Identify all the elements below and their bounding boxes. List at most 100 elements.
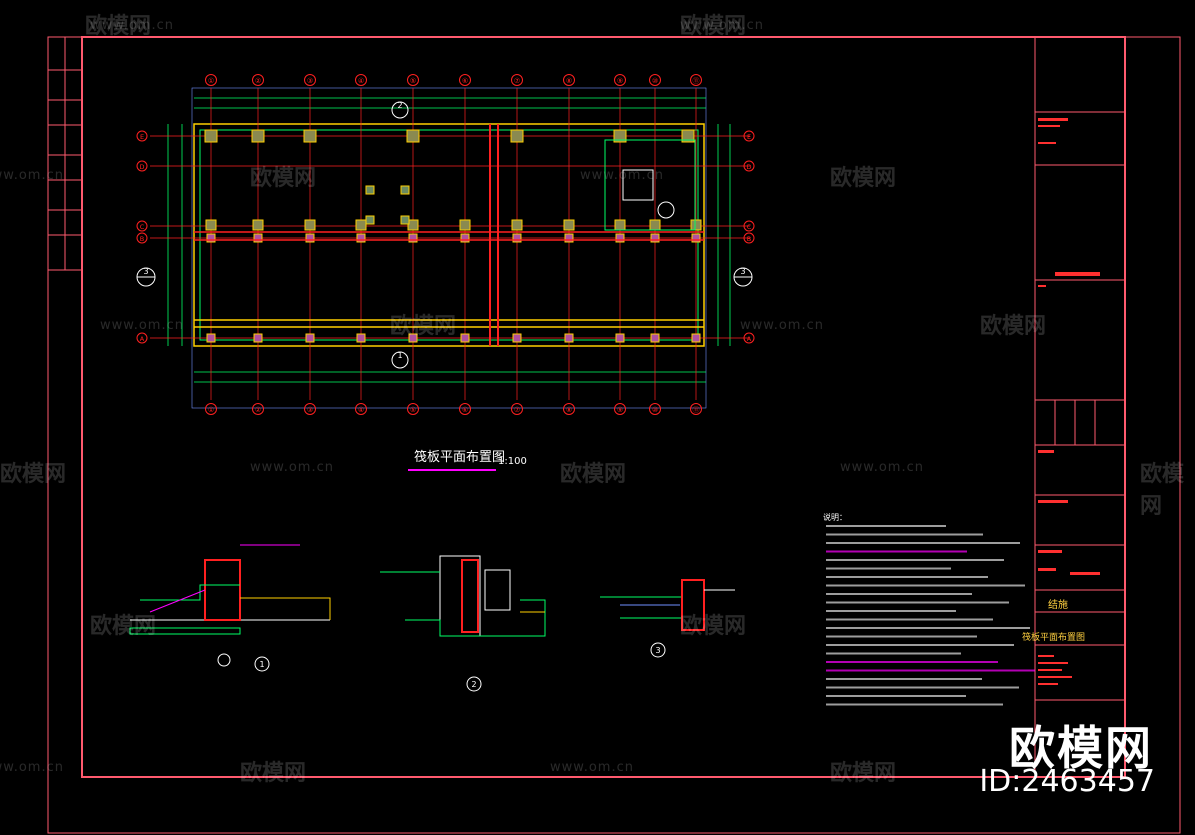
- axis-label-side: B: [747, 235, 751, 243]
- note-line: [826, 618, 993, 621]
- axis-label-top: ⑪: [693, 77, 700, 85]
- section-marker-2-label: 2: [471, 680, 476, 689]
- axis-label-side: C: [140, 223, 145, 231]
- section-marker-1-label: 1: [259, 660, 264, 669]
- column: [563, 219, 575, 231]
- axis-label-side: D: [139, 163, 144, 171]
- section-marker-3-label: 3: [655, 646, 660, 655]
- column: [649, 219, 661, 231]
- column: [408, 233, 418, 243]
- section-marker-1: [254, 656, 270, 672]
- column: [365, 185, 375, 195]
- column: [512, 333, 522, 343]
- axis-bubble: [743, 160, 755, 172]
- note-line: [826, 669, 1035, 672]
- column: [356, 333, 366, 343]
- axis-bubble: [136, 130, 148, 142]
- axis-bubble: [252, 74, 264, 86]
- column: [251, 129, 265, 143]
- axis-bubble: [136, 160, 148, 172]
- axis-bubble: [563, 403, 575, 415]
- column: [650, 233, 660, 243]
- title-block: [1034, 36, 1126, 778]
- axis-bubble: [459, 403, 471, 415]
- axis-label-top: ⑪: [693, 406, 700, 414]
- column: [460, 233, 470, 243]
- section-label-3-right: 3: [740, 267, 745, 276]
- column: [253, 233, 263, 243]
- plan-scale: 1:100: [498, 456, 527, 467]
- plan-title: 筏板平面布置图: [414, 450, 506, 465]
- axis-label-top: ①: [208, 77, 214, 85]
- title-block-rows: [1035, 111, 1125, 701]
- axis-bubble: [690, 74, 702, 86]
- axis-bubble: [304, 403, 316, 415]
- column: [690, 219, 702, 231]
- drawing-frame: [81, 36, 1126, 778]
- column: [206, 233, 216, 243]
- axis-bubble: [136, 220, 148, 232]
- axis-bubble: [649, 74, 661, 86]
- horizontal-axis-grid: [150, 135, 750, 339]
- column: [564, 233, 574, 243]
- axis-bubble: [252, 403, 264, 415]
- axis-label-side: A: [747, 335, 752, 343]
- axis-label-top: ⑦: [514, 77, 520, 85]
- axis-bubble: [355, 74, 367, 86]
- column: [305, 333, 315, 343]
- axis-label-top: ⑩: [652, 77, 658, 85]
- axis-bubble: [511, 74, 523, 86]
- axis-label-top: ③: [307, 406, 313, 414]
- column: [356, 233, 366, 243]
- axis-bubble: [355, 403, 367, 415]
- column: [253, 333, 263, 343]
- column: [459, 219, 471, 231]
- axis-bubble: [511, 403, 523, 415]
- section-marker-3: [650, 642, 666, 658]
- axis-label-top: ⑥: [462, 406, 468, 414]
- column: [613, 129, 627, 143]
- axis-label-top: ②: [255, 406, 261, 414]
- axis-label-top: ⑩: [652, 406, 658, 414]
- note-line: [826, 627, 1030, 629]
- axis-label-side: E: [140, 133, 144, 141]
- note-line: [826, 610, 956, 612]
- axis-label-side: E: [747, 133, 751, 141]
- column: [407, 219, 419, 231]
- axis-label-side: B: [140, 235, 144, 243]
- column: [303, 129, 317, 143]
- note-line: [826, 601, 1009, 604]
- axis-bubble: [136, 332, 148, 344]
- column: [252, 219, 264, 231]
- brand-logo-text: 欧模网: [1009, 721, 1153, 775]
- column: [400, 185, 410, 195]
- left-margin-strip: [48, 37, 82, 271]
- column: [511, 219, 523, 231]
- axis-label-top: ⑦: [514, 406, 520, 414]
- axis-bubble: [649, 403, 661, 415]
- notes-heading: 说明：: [823, 513, 847, 522]
- title-block-text-marks: [1038, 118, 1100, 685]
- column: [205, 219, 217, 231]
- axis-bubble: [136, 232, 148, 244]
- column: [615, 233, 625, 243]
- axis-bubble: [304, 74, 316, 86]
- column: [400, 215, 410, 225]
- column: [681, 129, 695, 143]
- note-line: [826, 703, 1003, 706]
- axis-label-side: A: [140, 335, 145, 343]
- column: [650, 333, 660, 343]
- section-label-2-top: 2: [397, 101, 402, 110]
- section-detail-1: 1: [129, 544, 331, 672]
- axis-bubble: [407, 74, 419, 86]
- note-line: [826, 661, 998, 663]
- axis-label-top: ⑨: [617, 77, 623, 85]
- note-line: [826, 584, 1025, 587]
- axis-bubble: [614, 403, 626, 415]
- column: [615, 333, 625, 343]
- section-detail-3: 3: [600, 579, 735, 658]
- axis-label-top: ⑧: [566, 77, 572, 85]
- note-line: [826, 635, 977, 638]
